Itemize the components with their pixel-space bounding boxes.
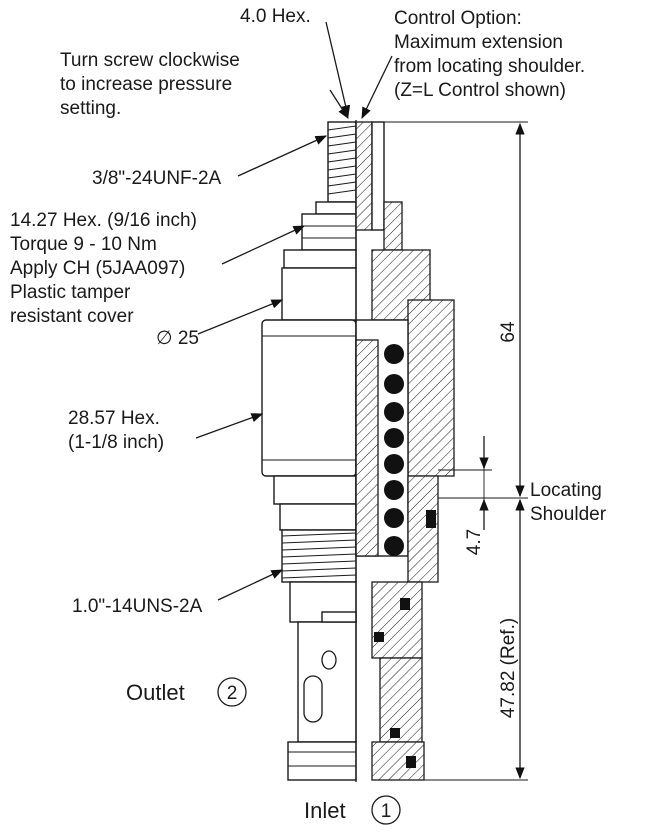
screw-section xyxy=(355,121,373,231)
label-locating-shoulder: Locating Shoulder xyxy=(530,480,607,525)
lock-nut-top xyxy=(315,201,357,215)
svg-text:from locating shoulder.: from locating shoulder. xyxy=(394,56,585,77)
spring-coils xyxy=(384,344,404,556)
label-inlet: Inlet 1 xyxy=(304,795,401,825)
o-ring-nose xyxy=(406,756,416,768)
svg-text:14.27 Hex. (9/16 inch): 14.27 Hex. (9/16 inch) xyxy=(10,210,197,231)
tamper-cover-top xyxy=(283,249,357,269)
dimension-lines xyxy=(372,121,528,781)
label-turn-screw: Turn screw clockwise to increase pressur… xyxy=(60,50,240,119)
seat-section xyxy=(379,657,423,743)
body-section xyxy=(407,299,455,477)
svg-text:28.57 Hex.: 28.57 Hex. xyxy=(68,408,160,429)
svg-text:Shoulder: Shoulder xyxy=(530,504,607,525)
cover-section xyxy=(371,249,431,321)
label-hex-2857: 28.57 Hex. (1-1/8 inch) xyxy=(68,408,164,453)
body-hex xyxy=(261,319,357,477)
leader-lines xyxy=(195,21,393,601)
locating-shoulder-exterior xyxy=(273,475,357,505)
seal-groove xyxy=(279,503,357,531)
svg-text:Turn screw clockwise: Turn screw clockwise xyxy=(60,50,240,71)
adjusting-screw xyxy=(327,121,357,203)
leader-hex-1427 xyxy=(221,225,306,265)
outlet-slot xyxy=(303,675,323,723)
svg-text:Outlet: Outlet xyxy=(126,680,185,705)
svg-text:Apply CH (5JAA097): Apply CH (5JAA097) xyxy=(10,258,185,279)
svg-text:Locating: Locating xyxy=(530,480,602,501)
label-control-option: Control Option: Maximum extension from l… xyxy=(394,8,585,101)
leader-diameter xyxy=(197,299,284,335)
body-thread xyxy=(281,529,357,583)
svg-text:Maximum extension: Maximum extension xyxy=(394,32,563,53)
leader-turn-screw xyxy=(329,89,349,119)
body-thread-lines xyxy=(281,532,357,579)
outlet-port-circle xyxy=(217,677,247,707)
leader-hex-small xyxy=(325,21,351,118)
sleeve-lower xyxy=(297,621,357,743)
svg-text:resistant cover: resistant cover xyxy=(10,306,134,327)
svg-text:Control Option:: Control Option: xyxy=(394,8,522,29)
svg-text:setting.: setting. xyxy=(60,98,121,119)
svg-text:2: 2 xyxy=(227,683,238,704)
svg-text:Plastic tamper: Plastic tamper xyxy=(10,282,131,303)
valve-exterior xyxy=(261,121,357,781)
spring-guide xyxy=(355,339,379,557)
backup-ring xyxy=(374,632,384,642)
label-hex-small: 4.0 Hex. xyxy=(240,6,311,27)
svg-text:Inlet: Inlet xyxy=(304,798,346,823)
poppet-section xyxy=(371,581,423,659)
screw-thread-lines xyxy=(327,125,357,195)
o-ring-lower xyxy=(390,728,400,738)
valve-section xyxy=(355,120,455,782)
shoulder-section xyxy=(407,475,439,583)
leader-hex-2857 xyxy=(195,413,264,439)
outlet-port-hole xyxy=(321,650,337,670)
sleeve-step xyxy=(321,611,357,623)
inlet-port-circle xyxy=(371,795,401,825)
nose xyxy=(287,741,357,781)
o-ring-mid xyxy=(400,598,410,610)
svg-text:(Z=L Control shown): (Z=L Control shown) xyxy=(394,80,566,101)
svg-text:1: 1 xyxy=(381,801,392,822)
nose-section xyxy=(371,741,425,781)
label-outlet: Outlet 2 xyxy=(126,677,247,707)
leader-thread-bottom xyxy=(217,569,284,601)
o-ring-upper xyxy=(426,510,436,528)
nut-section xyxy=(383,201,403,251)
label-thread-top: 3/8"-24UNF-2A xyxy=(92,168,222,189)
svg-text:to increase pressure: to increase pressure xyxy=(60,74,232,95)
lock-nut-hex xyxy=(301,213,357,251)
dim-reference-value: 47.82 (Ref.) xyxy=(498,618,519,718)
label-diameter: ∅ 25 xyxy=(156,328,199,349)
label-hex-1427: 14.27 Hex. (9/16 inch) Torque 9 - 10 Nm … xyxy=(10,210,197,327)
tamper-cover xyxy=(281,267,357,321)
leader-thread-top xyxy=(237,135,328,177)
svg-text:Torque 9 - 10 Nm: Torque 9 - 10 Nm xyxy=(10,234,157,255)
svg-text:(1-1/8 inch): (1-1/8 inch) xyxy=(68,432,164,453)
leader-control-option xyxy=(361,55,393,120)
dim-overall-value: 64 xyxy=(498,321,519,343)
label-thread-bottom: 1.0"-14UNS-2A xyxy=(72,596,203,617)
dim-shoulder-value: 4.7 xyxy=(464,529,485,555)
